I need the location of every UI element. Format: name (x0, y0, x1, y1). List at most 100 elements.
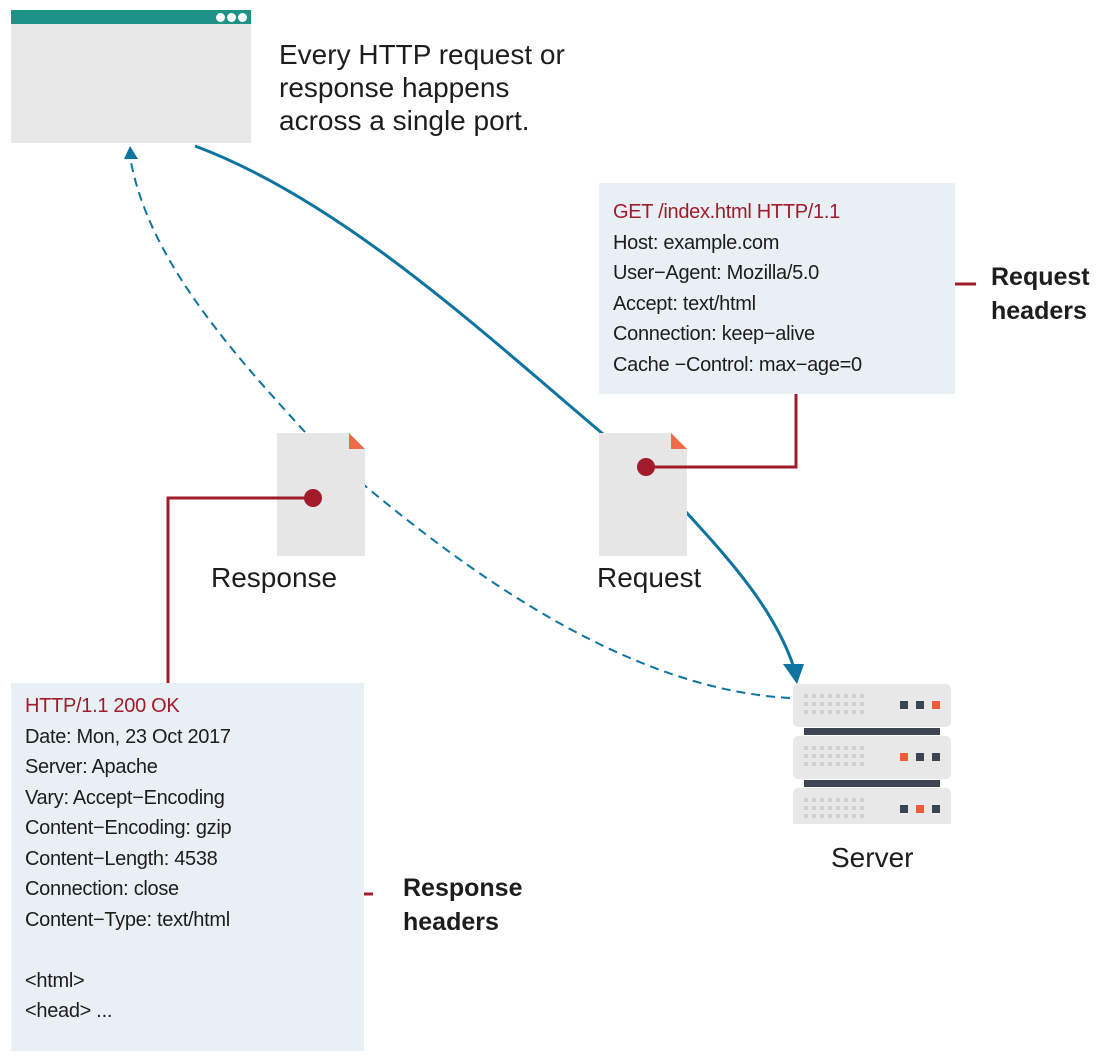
server-vent (844, 806, 848, 810)
server-vent (852, 798, 856, 802)
server-indicator-off (916, 701, 924, 709)
server-vent (820, 746, 824, 750)
server-vent (844, 710, 848, 714)
window-dot-icon (238, 13, 247, 22)
server-vent (828, 806, 832, 810)
server-vent (844, 814, 848, 818)
server-vent (812, 694, 816, 698)
response-arrowhead (124, 146, 138, 159)
window-dot-icon (216, 13, 225, 22)
server-indicator-off (900, 701, 908, 709)
request-header-line: Connection: keep−alive (613, 323, 815, 345)
server-vent (812, 710, 816, 714)
response-header-line: Vary: Accept−Encoding (25, 786, 225, 809)
response-headers-label-line: Response (403, 874, 523, 902)
server-vent (844, 754, 848, 758)
request-header-line: Host: example.com (613, 231, 780, 254)
server-vent (812, 798, 816, 802)
request-header-line: Cache −Control: max−age=0 (613, 353, 862, 376)
window-dot-icon (227, 13, 236, 22)
server-vent (844, 798, 848, 802)
server-vent (852, 710, 856, 714)
request-flow-arrow-to-server (684, 510, 796, 669)
server-vent (804, 798, 808, 802)
server-vent (828, 798, 832, 802)
server-vent (804, 806, 808, 810)
response-header-line: Content−Length: 4538 (25, 847, 218, 870)
response-header-line: Server: Apache (25, 756, 158, 778)
server-vent (860, 806, 864, 810)
request-leader-line (647, 394, 798, 469)
server-vent (812, 806, 816, 810)
server-vent (860, 798, 864, 802)
server-vent (812, 702, 816, 706)
server-vent (852, 762, 856, 766)
server-vent (852, 702, 856, 706)
server-vent (836, 746, 840, 750)
server-unit-rail (804, 728, 940, 735)
server-vent (804, 710, 808, 714)
server-vent (860, 702, 864, 706)
server-vent (828, 702, 832, 706)
server-vent (844, 746, 848, 750)
server-vent (836, 754, 840, 758)
server-vent (804, 814, 808, 818)
request-arrowhead (783, 664, 804, 684)
caption-line: across a single port. (279, 105, 530, 136)
response-header-line: Content−Type: text/html (25, 908, 230, 931)
server-vent (860, 762, 864, 766)
server-vent (828, 754, 832, 758)
response-headers-box: HTTP/1.1 200 OK Date: Mon, 23 Oct 2017 S… (11, 683, 364, 1051)
server-vent (852, 694, 856, 698)
server-vent (804, 762, 808, 766)
server-vent (828, 762, 832, 766)
server-vent (844, 702, 848, 706)
server-vent (828, 694, 832, 698)
server-vent (812, 746, 816, 750)
caption-line: response happens (279, 72, 510, 103)
server-vent (836, 806, 840, 810)
server-vent (820, 754, 824, 758)
response-header-line: Content−Encoding: gzip (25, 817, 232, 839)
server-vent (804, 694, 808, 698)
request-flow-arrow (194, 144, 604, 436)
server-vent (844, 762, 848, 766)
request-start-line: GET /index.html HTTP/1.1 (613, 201, 840, 223)
server-vent (860, 814, 864, 818)
server-vent (852, 754, 856, 758)
server-indicator-off (900, 805, 908, 813)
request-document-icon (599, 433, 687, 556)
server-vent (828, 814, 832, 818)
blank-line (25, 935, 364, 966)
server-vent (852, 746, 856, 750)
server-vent (804, 754, 808, 758)
server-vent (820, 762, 824, 766)
response-body-line: <head> ... (25, 1000, 113, 1022)
server-vent (828, 710, 832, 714)
server-unit-body (793, 788, 951, 824)
response-flow-arrow (363, 484, 791, 699)
response-status-line: HTTP/1.1 200 OK (25, 695, 180, 717)
server-vent (820, 814, 824, 818)
server-vent (820, 702, 824, 706)
server-unit-rail (804, 780, 940, 787)
response-label: Response (211, 562, 338, 593)
request-header-line: User−Agent: Mozilla/5.0 (613, 262, 819, 284)
response-headers-label: Response headers (403, 871, 522, 939)
server-vent (860, 710, 864, 714)
server-indicator-on (916, 805, 924, 813)
server-indicator-on (932, 701, 940, 709)
response-headers-label-line: headers (403, 908, 499, 936)
server-vent (836, 702, 840, 706)
browser-window-icon (11, 10, 251, 143)
server-vent (844, 694, 848, 698)
server-unit (793, 684, 951, 735)
server-vent (836, 762, 840, 766)
server-vent (820, 806, 824, 810)
server-label: Server (831, 842, 914, 873)
server-vent (860, 746, 864, 750)
server-vent (836, 798, 840, 802)
server-vent (836, 814, 840, 818)
server-indicator-off (932, 805, 940, 813)
server-vent (820, 710, 824, 714)
